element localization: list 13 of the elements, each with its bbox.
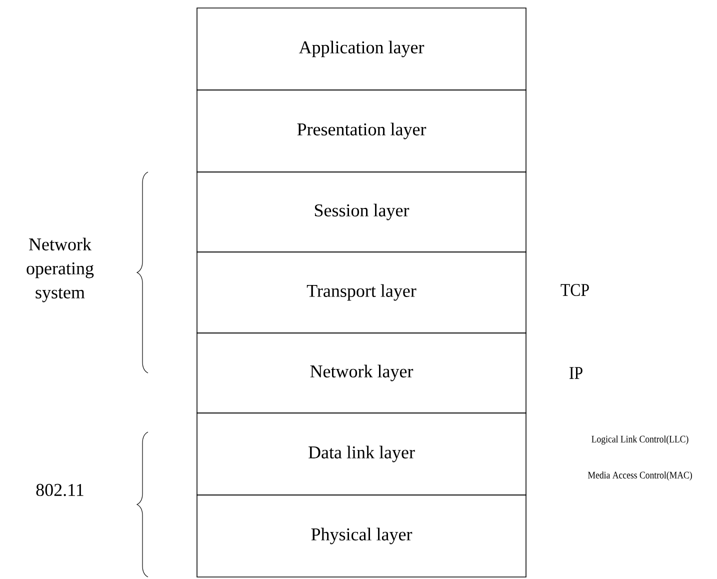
layer-box: Session layer (196, 172, 526, 252)
brace-label: 802.11 (36, 484, 84, 496)
layer-box: Application layer (196, 8, 526, 90)
protocol-label: Logical Link Control(LLC) (592, 435, 688, 445)
protocol-label: IP (570, 367, 582, 379)
layer-box: Transport layer (196, 252, 526, 334)
protocol-label: TCP (560, 284, 589, 296)
layer-box: Physical layer (196, 494, 526, 578)
layer-box: Presentation layer (196, 90, 526, 172)
protocol-label: Media Access Control(MAC) (588, 471, 692, 481)
brace-label: Network operating system (26, 238, 94, 302)
layer-box: Data link layer (196, 412, 526, 496)
layer-box: Network layer (196, 332, 526, 414)
